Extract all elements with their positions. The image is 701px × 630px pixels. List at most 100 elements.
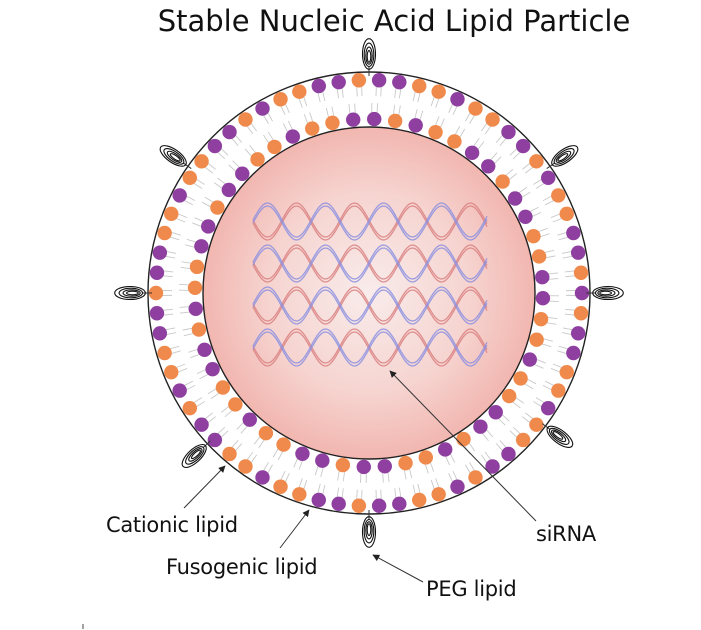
fusogenic-lipid-head — [238, 459, 253, 474]
fusogenic-lipid-head — [273, 92, 288, 107]
fusogenic-lipid-head — [305, 121, 320, 136]
lipid-tail — [182, 199, 194, 206]
lipid-tail — [196, 368, 208, 375]
lipid-tail — [493, 156, 502, 165]
lipid-tail — [203, 166, 213, 174]
cationic-lipid-head — [331, 496, 346, 512]
lipid-tail — [530, 211, 542, 218]
lipid-tail — [284, 472, 290, 484]
lipid-tail — [565, 308, 577, 311]
lipid-tail — [517, 187, 528, 194]
lipid-tail — [201, 201, 212, 208]
lipid-tail — [293, 457, 299, 468]
lipid-tail — [448, 102, 454, 114]
lipid-tail — [561, 250, 573, 254]
cationic-lipid-head — [566, 225, 581, 241]
lipid-tail — [535, 397, 546, 404]
fusogenic-lipid-head — [559, 206, 574, 222]
peg-coil-icon — [546, 145, 579, 169]
lipid-tail — [250, 121, 258, 132]
peg-coil-icon — [542, 423, 574, 448]
lipid-tail — [546, 316, 558, 320]
peg-coil-icon — [159, 145, 192, 169]
lipid-tail — [434, 116, 440, 127]
cationic-lipid-head — [367, 111, 382, 127]
lipid-tail — [266, 464, 273, 475]
peg-coil-icon — [361, 38, 377, 76]
fusogenic-lipid-head — [573, 306, 589, 321]
lipid-tail — [544, 255, 556, 259]
fusogenic-lipid-head — [573, 265, 589, 280]
diagram-title: Stable Nucleic Acid Lipid Particle — [158, 4, 631, 38]
lipid-tail — [533, 363, 544, 369]
cationic-lipid-head — [464, 145, 480, 161]
cationic-lipid-head — [346, 112, 361, 127]
lipid-tail — [325, 107, 330, 119]
lipid-tail — [424, 462, 429, 474]
lipid-tail — [557, 350, 568, 355]
lipid-tail — [452, 104, 459, 115]
lipid-tail — [162, 270, 174, 273]
label-peg-lipid: PEG lipid — [426, 577, 516, 601]
lipid-tail — [552, 217, 564, 223]
fusogenic-lipid-head — [187, 280, 203, 295]
lipid-tail — [348, 104, 351, 116]
fusogenic-lipid-head — [529, 332, 544, 347]
fusogenic-lipid-head — [431, 487, 446, 502]
fusogenic-lipid-head — [418, 450, 433, 465]
lipid-tail — [469, 113, 476, 124]
lipid-tail — [465, 111, 472, 122]
fusogenic-lipid-head — [292, 487, 307, 502]
fusogenic-lipid-head — [215, 380, 231, 395]
lipid-tail — [469, 462, 476, 473]
fusogenic-lipid-head — [164, 206, 179, 222]
sirna-helix-icon — [252, 202, 488, 241]
lipid-tail — [220, 405, 231, 413]
lipid-tail — [354, 103, 356, 115]
fusogenic-lipid-head — [456, 431, 471, 447]
lipid-tail — [250, 454, 258, 465]
lipid-tail — [522, 416, 532, 424]
fusogenic-lipid-head — [387, 113, 403, 129]
lipid-tail — [185, 195, 196, 202]
lipid-tail — [336, 487, 340, 499]
cationic-lipid-head — [194, 239, 209, 254]
cationic-lipid-head — [371, 73, 387, 88]
lipid-tail — [298, 478, 303, 489]
cationic-lipid-head — [501, 124, 516, 140]
lipid-tail — [544, 199, 556, 206]
cationic-lipid-head — [540, 400, 556, 416]
lipid-tail — [550, 367, 562, 374]
lipid-tail — [430, 479, 436, 491]
cationic-lipid-head — [152, 326, 168, 341]
lipid-tail — [495, 133, 504, 143]
lipid-tail — [192, 222, 203, 228]
cationic-lipid-head — [235, 166, 250, 181]
fusogenic-lipid-head — [495, 174, 510, 189]
lipid-tail — [526, 378, 537, 385]
cationic-lipid-head — [295, 446, 310, 461]
cationic-lipid-head — [566, 345, 581, 361]
fusogenic-lipid-head — [533, 311, 549, 327]
lipid-tail — [164, 327, 176, 331]
lipid-tail — [444, 454, 451, 466]
lipid-tail — [182, 380, 194, 387]
cationic-lipid-head — [515, 138, 531, 154]
fusogenic-lipid-head — [157, 225, 172, 241]
cationic-lipid-head — [535, 291, 551, 306]
fusogenic-lipid-head — [501, 388, 517, 404]
cationic-lipid-head — [221, 182, 237, 198]
sirna-helix-icon — [252, 244, 488, 283]
lipid-tail — [249, 144, 257, 155]
lipid-tail — [398, 487, 402, 499]
lipid-tail — [512, 426, 522, 436]
lipid-tail — [550, 212, 562, 219]
fusogenic-lipid-head — [273, 479, 288, 494]
sirna-helices — [252, 202, 488, 367]
lipid-tail — [429, 461, 435, 472]
lipid-tail — [216, 426, 226, 436]
lipid-tail — [552, 363, 564, 369]
fusogenic-lipid-head — [529, 417, 544, 432]
lipid-tail — [266, 111, 273, 122]
lipid-tail — [417, 91, 421, 103]
